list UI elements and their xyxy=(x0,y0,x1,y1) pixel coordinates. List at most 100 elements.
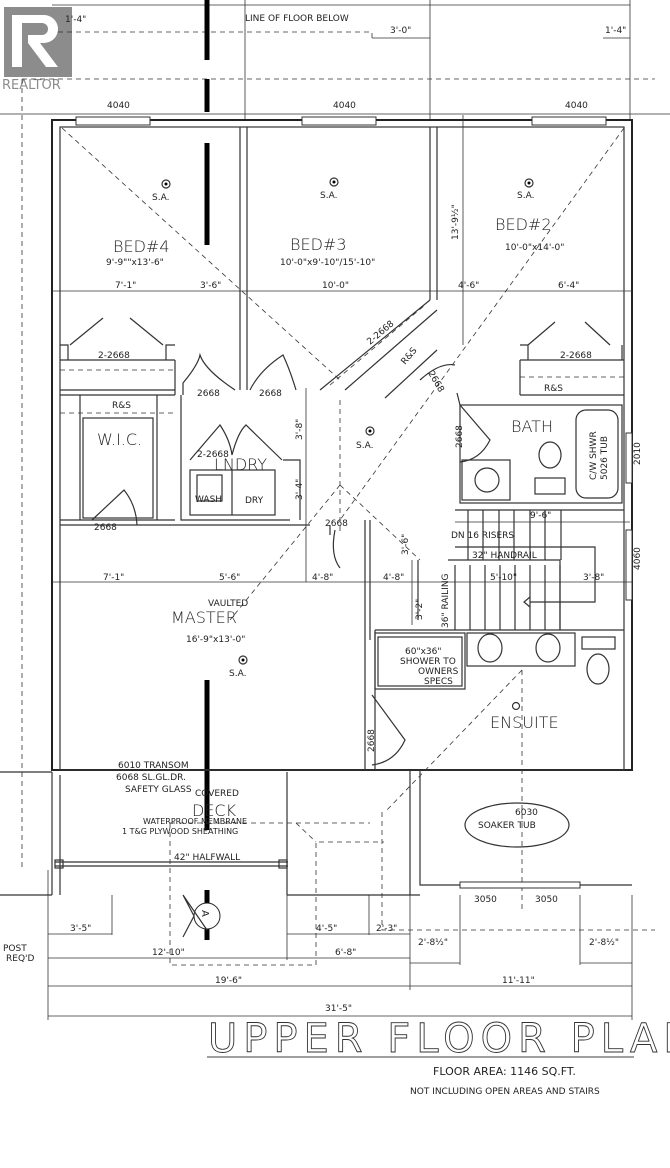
dim-top-mid: 3'-0" xyxy=(390,26,411,36)
shower-label: OWNERS xyxy=(418,667,459,677)
soaker-tub-label: SOAKER TUB xyxy=(478,821,536,831)
window-bed3 xyxy=(301,116,377,126)
window-label-bed2: 4040 xyxy=(565,101,588,111)
dim-stair-h: 3'-6" xyxy=(401,534,411,555)
section-marker: A xyxy=(182,894,221,938)
smoke-alarm-icon xyxy=(329,177,339,187)
window-label-bed3: 4040 xyxy=(333,101,356,111)
window-label-stair: 4060 xyxy=(633,547,643,570)
dim-total-width: 31'-5" xyxy=(325,1004,352,1014)
closet-label-bed4: 2-2668 xyxy=(98,351,130,361)
window-label-bed4: 4040 xyxy=(107,101,130,111)
room-bed2-size: 10'-0"x14'-0" xyxy=(505,243,564,253)
sa-label: S.A. xyxy=(517,191,534,201)
stairs-railing: 36" RAILING xyxy=(441,573,451,628)
note-post: POST xyxy=(3,944,27,954)
room-wic: W.I.C. xyxy=(97,430,142,449)
dim-row1: 3'-6" xyxy=(200,281,221,291)
rs-label-wic: R&S xyxy=(112,401,131,411)
master-vaulted: VAULTED xyxy=(208,599,248,609)
door-label: 2668 xyxy=(259,389,282,399)
dim-bed2-height: 13'-9½" xyxy=(451,204,461,240)
window-bed4 xyxy=(75,116,151,126)
room-ensuite: ENSUITE xyxy=(490,713,559,732)
dim-row2: 5'-10" xyxy=(490,573,517,583)
room-bed4-size: 9'-9""x13'-6" xyxy=(106,258,164,268)
dim-hall-b: 3'-4" xyxy=(295,479,305,500)
dim-row2: 5'-6" xyxy=(219,573,240,583)
room-bed4: BED#4 xyxy=(113,237,170,256)
window-bed2 xyxy=(531,116,607,126)
dim-b3: 11'-11" xyxy=(502,976,535,986)
room-bed3-size: 10'-0"x9'-10"/15'-10" xyxy=(280,258,375,268)
sa-label: S.A. xyxy=(229,669,246,679)
stairs-risers: DN 16 RISERS xyxy=(451,531,514,541)
note-floor-below: LINE OF FLOOR BELOW xyxy=(245,14,349,24)
floor-area: FLOOR AREA: 1146 SQ.FT. xyxy=(433,1065,576,1078)
window-sliding-door: 6068 SL.GL.DR. xyxy=(116,773,186,783)
room-master: MASTER xyxy=(171,608,237,627)
room-laundry: LNDRY xyxy=(214,455,267,474)
window-safety: SAFETY GLASS xyxy=(125,785,192,795)
dim-row1: 6'-4" xyxy=(558,281,579,291)
door-label: 2668 xyxy=(94,523,117,533)
room-bed2: BED#2 xyxy=(495,215,552,234)
dim-b2: 6'-8" xyxy=(335,948,356,958)
shower-label: SPECS xyxy=(424,677,453,687)
dim-row2: 4'-8" xyxy=(383,573,404,583)
smoke-alarm-icon xyxy=(365,426,375,436)
dim-top-left: 1'-4" xyxy=(65,15,86,25)
room-bath: BATH xyxy=(511,417,553,436)
room-master-size: 16'-9"x13'-0" xyxy=(186,635,245,645)
logo-text: REALTOR xyxy=(2,78,61,91)
dim-ensuite-right: 2'-8½" xyxy=(589,938,619,948)
dim-b3: 19'-6" xyxy=(215,976,242,986)
dim-b1: 2'-3" xyxy=(376,924,397,934)
window-transom: 6010 TRANSOM xyxy=(118,761,189,771)
dim-row2: 7'-1" xyxy=(103,573,124,583)
dim-row1: 10'-0" xyxy=(322,281,349,291)
dim-stair-width: 9'-6" xyxy=(530,511,551,521)
note-post: REQ'D xyxy=(6,954,34,964)
closet-label-laundry: 2-2668 xyxy=(197,450,229,460)
deck-note: WATERPROOF MEMBRANE xyxy=(143,817,247,826)
dim-row1: 7'-1" xyxy=(115,281,136,291)
door-label: 2668 xyxy=(325,519,348,529)
stairs-handrail: 32" HANDRAIL xyxy=(472,551,537,561)
rs-label-bed2: R&S xyxy=(544,384,563,394)
dim-b1: 4'-5" xyxy=(316,924,337,934)
dim-b2: 12'-10" xyxy=(152,948,185,958)
smoke-alarm-icon xyxy=(524,178,534,188)
sa-label: S.A. xyxy=(152,193,169,203)
door-label: 2668 xyxy=(197,389,220,399)
closet-label-bed2: 2-2668 xyxy=(560,351,592,361)
sa-label: S.A. xyxy=(320,191,337,201)
bath-tub-label: C/W SHWR xyxy=(589,431,599,480)
dim-hall-a: 3'-8" xyxy=(295,419,305,440)
shower-label: 60"x36" xyxy=(405,647,442,657)
window-label-ensuite: 3050 xyxy=(535,895,558,905)
dim-row2: 3'-8" xyxy=(583,573,604,583)
dim-row1: 4'-6" xyxy=(458,281,479,291)
deck-halfwall: 42" HALFWALL xyxy=(174,853,240,863)
rs-label-bed3: R&S xyxy=(400,346,420,367)
section-label: A xyxy=(199,910,210,917)
window-label-ensuite: 3050 xyxy=(474,895,497,905)
dim-top-right: 1'-4" xyxy=(605,26,626,36)
room-bed3: BED#3 xyxy=(290,235,347,254)
door-label: 2668 xyxy=(455,425,465,448)
stair-treads xyxy=(454,510,596,630)
dim-ensuite-left: 2'-8½" xyxy=(418,938,448,948)
sa-label: S.A. xyxy=(356,441,373,451)
soaker-tub-label: 6030 xyxy=(515,808,538,818)
floor-area-note: NOT INCLUDING OPEN AREAS AND STAIRS xyxy=(410,1087,600,1097)
bath-tub-label: 5026 TUB xyxy=(600,436,610,480)
closet-label-bed3: 2-2668 xyxy=(366,319,397,347)
room-deck: DECK xyxy=(192,801,237,820)
plan-title: UPPER FLOOR PLAN xyxy=(208,1016,670,1062)
laundry-dryer: DRY xyxy=(245,496,264,506)
smoke-alarm-icon xyxy=(161,179,171,189)
dim-row2: 4'-8" xyxy=(312,573,333,583)
dim-rail-h: 3'-2" xyxy=(415,599,425,620)
